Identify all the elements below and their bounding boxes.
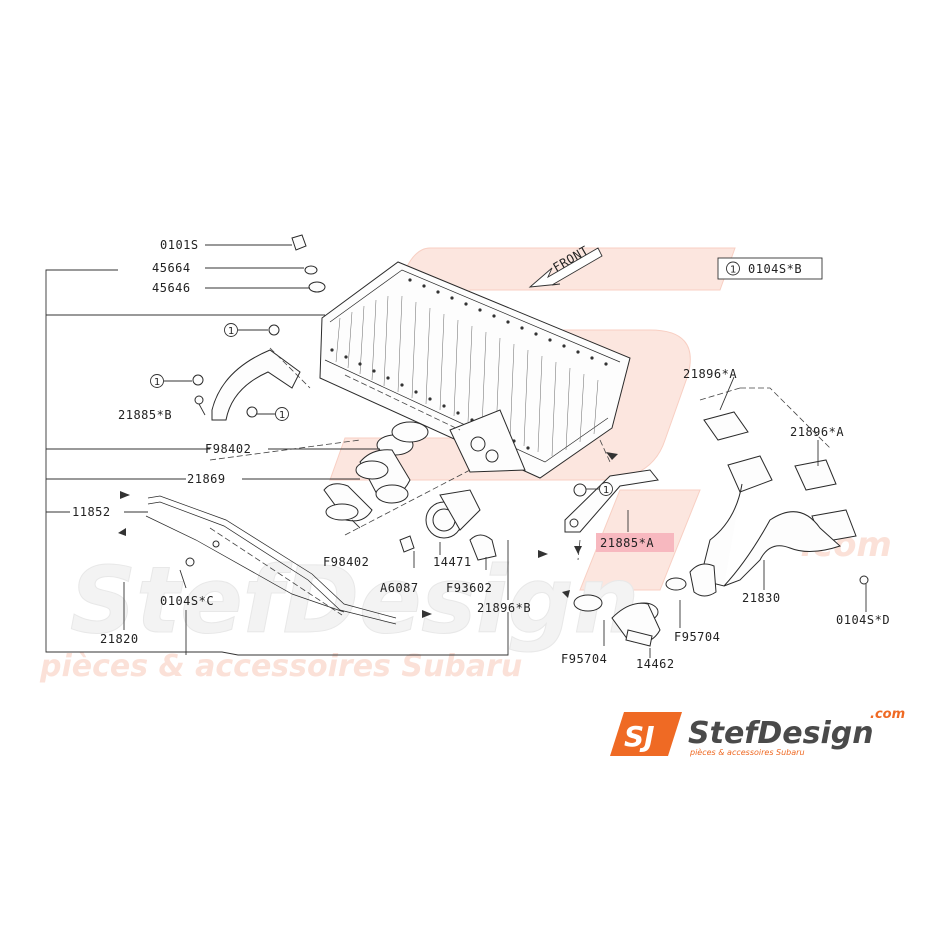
circle-one-c: 1: [275, 407, 289, 421]
bypass-valve: [399, 489, 497, 561]
label-f95704-b: F95704: [561, 652, 607, 666]
bracket-21885b: [192, 324, 301, 421]
circle-one-b: 1: [150, 374, 164, 388]
label-21869: 21869: [187, 472, 226, 486]
label-14471: 14471: [433, 555, 472, 569]
label-0104sd: 0104S*D: [836, 613, 890, 627]
label-0101s: 0101S: [160, 238, 199, 252]
label-21896a-1: 21896*A: [683, 367, 737, 381]
label-21830: 21830: [742, 591, 781, 605]
label-21885b: 21885*B: [118, 408, 172, 422]
bolt-callouts: 1 1 1 1: [150, 323, 613, 496]
brand-logo: SJ StefDesign .com pièces & accessoires …: [610, 707, 905, 757]
circle-one-a: 1: [224, 323, 238, 337]
logo-tagline: pièces & accessoires Subaru: [689, 747, 805, 757]
intercooler: [291, 234, 631, 479]
label-a6087: A6087: [380, 581, 419, 595]
label-21820: 21820: [100, 632, 139, 646]
label-f95704-a: F95704: [674, 630, 720, 644]
label-21885a: 21885*A: [600, 536, 654, 550]
svg-text:1: 1: [603, 485, 609, 496]
watermark-tagline: pièces & accessoires Subaru: [39, 649, 522, 684]
label-45664: 45664: [152, 261, 191, 275]
label-f93602: F93602: [446, 581, 492, 595]
logo-mark-text: SJ: [624, 720, 655, 753]
legend-circle-number: 1: [730, 265, 736, 276]
circle-one-d: 1: [599, 482, 613, 496]
highlight-21885a: [596, 533, 674, 552]
label-f98402-b: F98402: [323, 555, 369, 569]
pipe-21820: [145, 495, 397, 625]
label-45646: 45646: [152, 281, 191, 295]
legend-box: 1 0104S*B: [717, 257, 823, 280]
label-f98402-a: F98402: [205, 442, 251, 456]
label-21896b: 21896*B: [477, 601, 531, 615]
label-0104sc: 0104S*C: [160, 594, 214, 608]
flow-arrows: [118, 452, 618, 618]
y-pipe-21830: [573, 411, 869, 647]
logo-brand: StefDesign: [688, 716, 874, 751]
svg-text:1: 1: [279, 410, 285, 421]
legend-text: 0104S*B: [748, 262, 802, 276]
part-labels: 0101S 45664 45646 21885*B F98402 21869 1…: [72, 238, 890, 671]
watermark-brand: StefDesign: [70, 547, 639, 654]
label-21896a-2: 21896*A: [790, 425, 844, 439]
logo-mark: [610, 712, 682, 756]
bracket-21885a: [564, 469, 659, 533]
logo-domain: .com: [870, 707, 905, 722]
label-11852: 11852: [72, 505, 111, 519]
svg-text:1: 1: [154, 377, 160, 388]
leader-lines: [45, 244, 867, 658]
label-14462: 14462: [636, 657, 675, 671]
dashed-guides: [209, 347, 831, 616]
air-duct-hoses: [323, 421, 429, 522]
svg-text:1: 1: [228, 326, 234, 337]
